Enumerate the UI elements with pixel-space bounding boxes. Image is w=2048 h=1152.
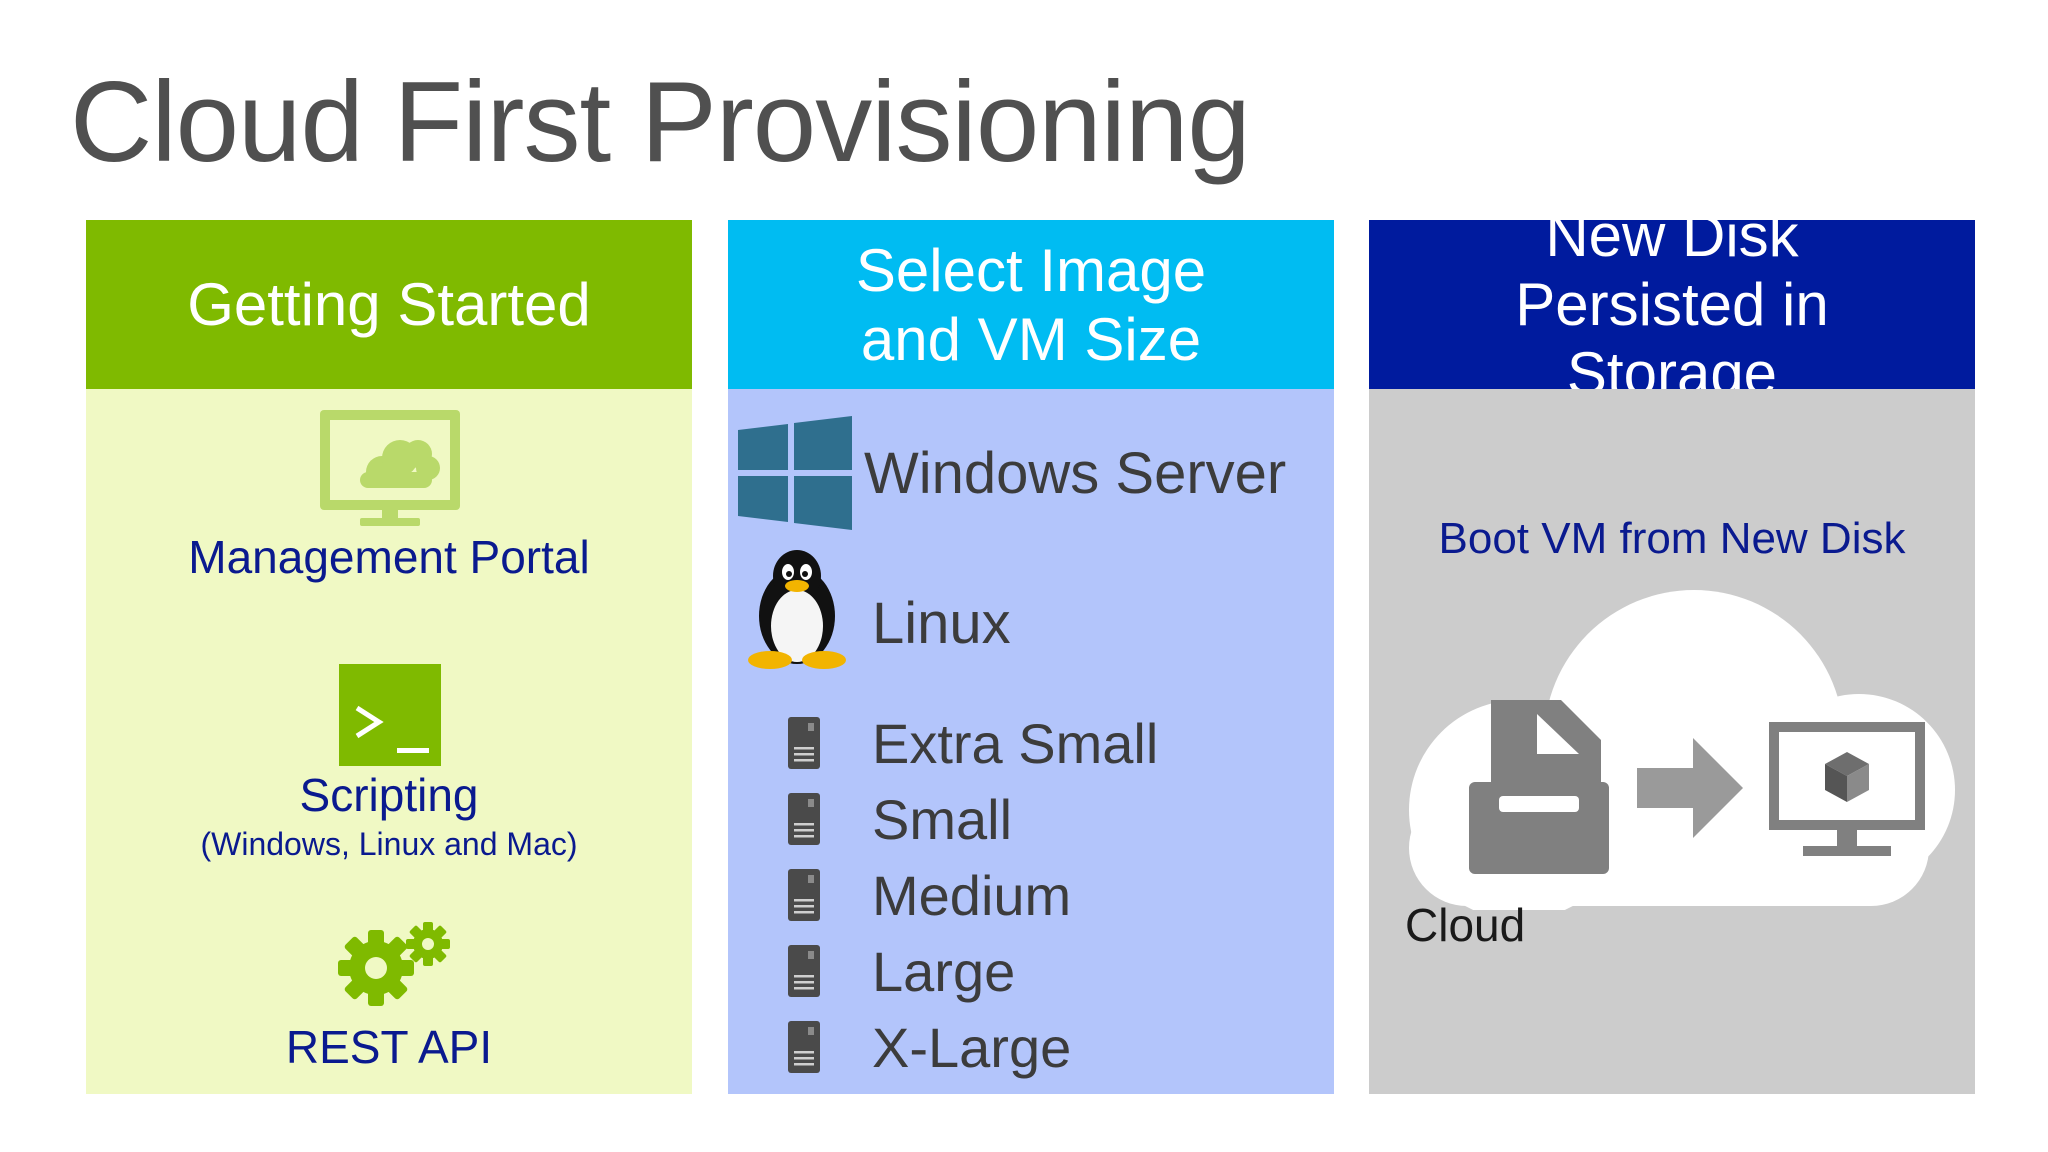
management-portal-label: Management Portal (188, 531, 590, 583)
linux-penguin-icon (748, 550, 846, 669)
vm-size-row: Medium (788, 860, 1071, 930)
server-icon (788, 869, 820, 921)
new-disk-heading-line2: Persisted in (1515, 271, 1829, 338)
monitor-cloud-icon (320, 410, 460, 526)
vm-size-label: Extra Small (872, 711, 1159, 775)
vm-size-label: Small (872, 787, 1013, 851)
linux-label: Linux (872, 591, 1011, 656)
vm-size-label: Large (872, 939, 1016, 1003)
boot-vm-label: Boot VM from New Disk (1438, 514, 1906, 563)
server-icon (788, 1021, 820, 1073)
getting-started-panel: Getting Started Management Portal Script… (86, 220, 692, 1094)
select-image-panel: Select Image and VM Size Windows Server … (728, 220, 1334, 1094)
vm-size-row: X-Large (788, 1012, 1071, 1082)
windows-logo-icon (738, 416, 852, 530)
rest-api-label: REST API (285, 1021, 493, 1073)
getting-started-heading: Getting Started (187, 271, 591, 338)
windows-server-label: Windows Server (864, 441, 1287, 506)
server-icon (788, 945, 820, 997)
vm-size-row: Extra Small (788, 708, 1158, 778)
vm-size-label: X-Large (872, 1015, 1072, 1079)
server-icon (788, 793, 820, 845)
scripting-label: Scripting (299, 769, 479, 821)
vm-size-label: Medium (872, 863, 1072, 927)
select-image-header: Select Image and VM Size (728, 220, 1334, 389)
new-disk-panel: New Disk Persisted in Storage Boot VM fr… (1369, 220, 1975, 1094)
slide-title: Cloud First Provisioning (70, 59, 1251, 186)
disk-icon (1469, 700, 1609, 874)
vm-monitor-icon (1769, 722, 1925, 856)
terminal-icon (339, 664, 441, 766)
scripting-subtitle: (Windows, Linux and Mac) (200, 826, 578, 862)
server-icon (788, 717, 820, 769)
new-disk-heading-line1: New Disk (1545, 220, 1799, 269)
new-disk-header: New Disk Persisted in Storage (1369, 220, 1975, 389)
select-image-heading-line1: Select Image (855, 236, 1207, 304)
getting-started-header: Getting Started (86, 220, 692, 389)
vm-size-row: Large (788, 936, 1015, 1006)
vm-size-row: Small (788, 784, 1012, 854)
arrow-right-icon (1637, 738, 1743, 838)
select-image-heading-line2: and VM Size (860, 305, 1202, 373)
gears-icon (338, 922, 450, 1006)
new-disk-heading-line3: Storage (1566, 340, 1778, 389)
cloud-label: Cloud (1405, 899, 1526, 951)
